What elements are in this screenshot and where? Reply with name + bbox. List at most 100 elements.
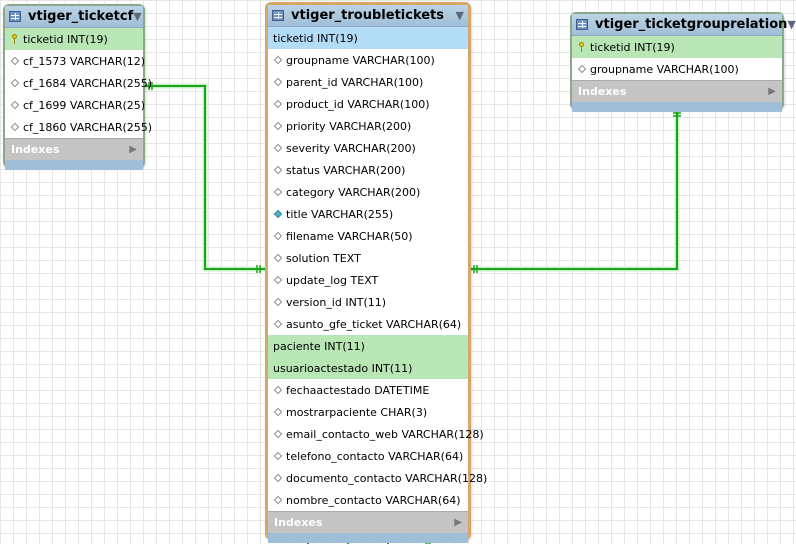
column-row[interactable]: ticketid INT(19)	[268, 27, 468, 49]
column-row[interactable]: update_log TEXT	[268, 269, 468, 291]
indexes-label: Indexes	[578, 85, 627, 98]
column-label: asunto_gfe_ticket VARCHAR(64)	[286, 317, 462, 331]
column-icon	[273, 253, 282, 263]
column-list: ticketid INT(19) groupname VARCHAR(100) pa…	[268, 27, 487, 511]
table-icon	[272, 10, 284, 21]
column-row[interactable]: ticketid INT(19)	[572, 36, 782, 58]
column-row[interactable]: email_contacto_web VARCHAR(128)	[268, 423, 484, 445]
column-label: email_contacto_web VARCHAR(128)	[286, 427, 484, 441]
column-icon	[273, 165, 282, 175]
column-row[interactable]: mostrarpaciente CHAR(3)	[268, 401, 468, 423]
collapse-arrow-icon[interactable]: ▼	[133, 10, 142, 23]
column-row[interactable]: priority VARCHAR(200)	[268, 115, 468, 137]
column-icon	[273, 297, 282, 307]
column-icon	[10, 122, 19, 132]
column-label: documento_contacto VARCHAR(128)	[286, 471, 488, 485]
column-row[interactable]: cf_1573 VARCHAR(12)	[5, 50, 146, 72]
column-label: severity VARCHAR(200)	[286, 141, 416, 155]
indexes-section[interactable]: Indexes ▶	[572, 80, 782, 102]
column-label: cf_1684 VARCHAR(255)	[23, 76, 153, 90]
collapse-arrow-icon[interactable]: ▼	[787, 18, 796, 31]
column-row[interactable]: category VARCHAR(200)	[268, 181, 468, 203]
indexes-section[interactable]: Indexes ▶	[268, 511, 468, 533]
table-vtiger-troubletickets[interactable]: vtiger_troubletickets ▼ ticketid INT(19)…	[265, 2, 487, 543]
column-label: fechaactestado DATETIME	[286, 383, 430, 397]
column-icon	[273, 121, 282, 131]
column-label: category VARCHAR(200)	[286, 185, 421, 199]
column-label: version_id INT(11)	[286, 295, 387, 309]
column-row[interactable]: status VARCHAR(200)	[268, 159, 468, 181]
column-row[interactable]: solution TEXT	[268, 247, 468, 269]
column-row[interactable]: groupname VARCHAR(100)	[572, 58, 782, 80]
table-vtiger-ticketcf[interactable]: vtiger_ticketcf ▼ ticketid INT(19) cf_157…	[3, 4, 152, 170]
column-row[interactable]: cf_1860 VARCHAR(255)	[5, 116, 152, 138]
column-label: ticketid INT(19)	[590, 40, 675, 54]
column-row[interactable]: cf_1699 VARCHAR(25)	[5, 94, 145, 116]
column-icon	[273, 55, 282, 65]
column-row[interactable]: ticketid INT(19)	[5, 28, 143, 50]
table-header[interactable]: vtiger_ticketcf ▼	[5, 6, 143, 28]
collapse-arrow-icon[interactable]: ▼	[455, 9, 464, 22]
column-row[interactable]: product_id VARCHAR(100)	[268, 93, 468, 115]
column-label: ticketid INT(19)	[273, 31, 358, 45]
column-icon	[10, 100, 19, 110]
column-icon	[273, 187, 282, 197]
column-icon	[273, 429, 282, 439]
column-row[interactable]: severity VARCHAR(200)	[268, 137, 468, 159]
column-label: groupname VARCHAR(100)	[286, 53, 435, 67]
column-row[interactable]: groupname VARCHAR(100)	[268, 49, 468, 71]
expand-arrow-icon[interactable]: ▶	[454, 517, 462, 528]
expand-arrow-icon[interactable]: ▶	[129, 144, 137, 155]
column-icon	[273, 143, 282, 153]
column-icon	[273, 319, 282, 329]
not-null-column-icon	[273, 209, 282, 219]
column-row[interactable]: title VARCHAR(255)	[268, 203, 468, 225]
column-row[interactable]: asunto_gfe_ticket VARCHAR(64)	[268, 313, 468, 335]
column-icon	[273, 77, 282, 87]
column-label: nombre_contacto VARCHAR(64)	[286, 493, 461, 507]
column-icon	[273, 495, 282, 505]
column-row[interactable]: documento_contacto VARCHAR(128)	[268, 467, 487, 489]
column-label: paciente INT(11)	[273, 339, 365, 353]
column-label: status VARCHAR(200)	[286, 163, 406, 177]
column-row[interactable]: telefono_contacto VARCHAR(64)	[268, 445, 468, 467]
column-row[interactable]: cf_1684 VARCHAR(255)	[5, 72, 152, 94]
column-icon	[577, 64, 586, 74]
column-label: title VARCHAR(255)	[286, 207, 394, 221]
table-header[interactable]: vtiger_ticketgrouprelation ▼	[572, 14, 796, 36]
column-row[interactable]: fechaactestado DATETIME	[268, 379, 468, 401]
column-row[interactable]: parent_id VARCHAR(100)	[268, 71, 468, 93]
column-row[interactable]: nombre_contacto VARCHAR(64)	[268, 489, 468, 511]
column-label: filename VARCHAR(50)	[286, 229, 413, 243]
indexes-section[interactable]: Indexes ▶	[5, 138, 143, 160]
column-row[interactable]: filename VARCHAR(50)	[268, 225, 468, 247]
column-row[interactable]: usuarioactestado INT(11)	[268, 357, 468, 379]
column-label: cf_1860 VARCHAR(255)	[23, 120, 153, 134]
table-footer	[268, 533, 468, 543]
expand-arrow-icon[interactable]: ▶	[768, 86, 776, 97]
table-name: vtiger_troubletickets	[291, 8, 445, 23]
column-label: usuarioactestado INT(11)	[273, 361, 413, 375]
column-label: cf_1573 VARCHAR(12)	[23, 54, 146, 68]
connector-ticketcf-troubletickets[interactable]	[145, 82, 268, 273]
connector-troubletickets-ticketgrouprelation[interactable]	[470, 108, 681, 273]
indexes-label: Indexes	[11, 143, 60, 156]
primary-key-icon	[577, 42, 586, 52]
column-icon	[273, 451, 282, 461]
column-list: ticketid INT(19) groupname VARCHAR(100)	[572, 36, 782, 80]
column-label: telefono_contacto VARCHAR(64)	[286, 449, 464, 463]
column-icon	[273, 407, 282, 417]
table-vtiger-ticketgrouprelation[interactable]: vtiger_ticketgrouprelation ▼ ticketid IN…	[570, 12, 796, 112]
table-footer	[572, 102, 782, 112]
column-row[interactable]: paciente INT(11)	[268, 335, 468, 357]
table-icon	[9, 11, 21, 22]
column-row[interactable]: version_id INT(11)	[268, 291, 468, 313]
column-label: update_log TEXT	[286, 273, 379, 287]
column-icon	[10, 56, 19, 66]
column-label: priority VARCHAR(200)	[286, 119, 412, 133]
indexes-label: Indexes	[274, 516, 323, 529]
table-header[interactable]: vtiger_troubletickets ▼	[268, 5, 468, 27]
table-name: vtiger_ticketcf	[28, 9, 134, 24]
column-icon	[273, 275, 282, 285]
column-label: solution TEXT	[286, 251, 361, 265]
